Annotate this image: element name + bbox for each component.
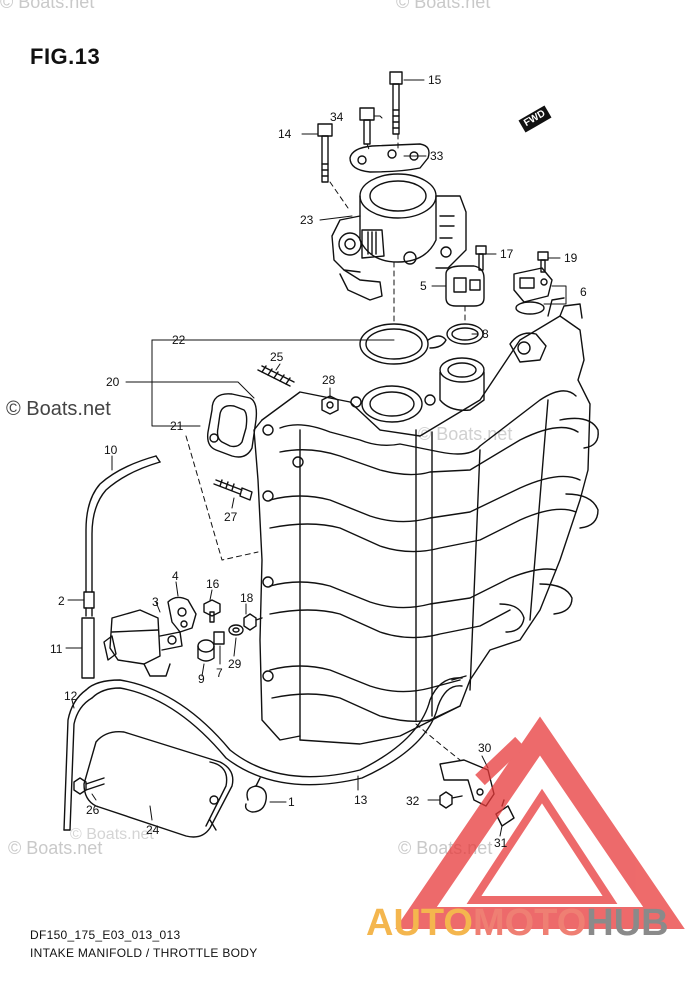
callout-22: 22 bbox=[172, 333, 186, 347]
callout-18: 18 bbox=[240, 591, 254, 605]
callout-21: 21 bbox=[170, 419, 184, 433]
bolt-15 bbox=[389, 71, 403, 135]
figure-code: DF150_175_E03_013_013 bbox=[30, 928, 181, 942]
callout-28: 28 bbox=[322, 373, 336, 387]
brand-part-auto: AUTO bbox=[366, 902, 473, 944]
watermark-lower: © Boats.net bbox=[70, 826, 154, 843]
callout-33: 33 bbox=[430, 149, 444, 163]
grommet-9 bbox=[197, 639, 215, 662]
bolt-19 bbox=[537, 251, 549, 273]
figure-title: FIG.13 bbox=[30, 44, 101, 69]
callout-7: 7 bbox=[216, 666, 223, 680]
collar-7 bbox=[213, 631, 225, 645]
bolt-18 bbox=[243, 613, 263, 631]
brand-wordmark: AUTOMOTOHUB bbox=[366, 902, 669, 945]
bolt-34 bbox=[359, 107, 375, 145]
washer-29 bbox=[228, 624, 244, 636]
callout-31: 31 bbox=[494, 836, 508, 850]
valve-3 bbox=[103, 609, 183, 677]
callout-2: 2 bbox=[58, 594, 65, 608]
callout-23: 23 bbox=[300, 213, 314, 227]
callout-10: 10 bbox=[104, 443, 118, 457]
bolt-14 bbox=[317, 123, 333, 183]
callout-5: 5 bbox=[420, 279, 427, 293]
stud-25 bbox=[257, 365, 295, 387]
brand-part-moto: MOTO bbox=[472, 902, 587, 944]
callout-30: 30 bbox=[478, 741, 492, 755]
filter-24 bbox=[83, 731, 234, 838]
brand-part-hub: HUB bbox=[586, 902, 669, 944]
callout-19: 19 bbox=[564, 251, 578, 265]
sensor-6 bbox=[513, 267, 553, 303]
throttle-body-23 bbox=[331, 173, 467, 301]
watermark-bottom-left: © Boats.net bbox=[8, 838, 103, 858]
bolt-26 bbox=[73, 777, 105, 795]
callout-14: 14 bbox=[278, 127, 292, 141]
callout-8: 8 bbox=[482, 327, 489, 341]
bolt-16 bbox=[203, 599, 221, 623]
hose-10 bbox=[85, 455, 161, 593]
callout-25: 25 bbox=[270, 350, 284, 364]
callout-32: 32 bbox=[406, 794, 420, 808]
callout-4: 4 bbox=[172, 569, 179, 583]
callout-26: 26 bbox=[86, 803, 100, 817]
gasket-33 bbox=[349, 143, 430, 173]
hose-12-13 bbox=[63, 677, 463, 831]
callout-12: 12 bbox=[64, 689, 78, 703]
watermark-boats-net: © Boats.net bbox=[6, 398, 111, 420]
clip-1 bbox=[244, 777, 267, 813]
o-ring-6 bbox=[515, 301, 545, 315]
callout-17: 17 bbox=[500, 247, 514, 261]
gasket-21 bbox=[206, 393, 258, 458]
callout-11: 11 bbox=[50, 642, 63, 656]
callout-13: 13 bbox=[354, 793, 368, 807]
callout-3: 3 bbox=[152, 595, 159, 609]
bolt-27 bbox=[213, 479, 253, 501]
callout-34: 34 bbox=[330, 110, 344, 124]
watermark-top-left: © Boats.net bbox=[0, 0, 95, 12]
callout-20: 20 bbox=[106, 375, 120, 389]
bolt-32 bbox=[439, 791, 463, 809]
figure-subtitle: INTAKE MANIFOLD / THROTTLE BODY bbox=[30, 946, 258, 960]
callout-9: 9 bbox=[198, 672, 205, 686]
callout-27: 27 bbox=[224, 510, 238, 524]
hose-11 bbox=[81, 617, 95, 679]
brand-logo-icon bbox=[395, 716, 685, 929]
watermark-top-right: © Boats.net bbox=[396, 0, 491, 12]
callout-15: 15 bbox=[428, 73, 442, 87]
callout-29: 29 bbox=[228, 657, 242, 671]
sensor-5 bbox=[445, 265, 485, 307]
bolt-17 bbox=[475, 245, 487, 271]
callout-1: 1 bbox=[288, 795, 295, 809]
o-ring-8 bbox=[446, 323, 484, 345]
callout-24: 24 bbox=[146, 823, 160, 837]
callout-6: 6 bbox=[580, 285, 587, 299]
intake-manifold bbox=[253, 297, 599, 745]
gasket-22 bbox=[359, 323, 447, 365]
joint-2 bbox=[83, 591, 95, 617]
bracket-4 bbox=[167, 596, 197, 633]
callout-16: 16 bbox=[206, 577, 220, 591]
